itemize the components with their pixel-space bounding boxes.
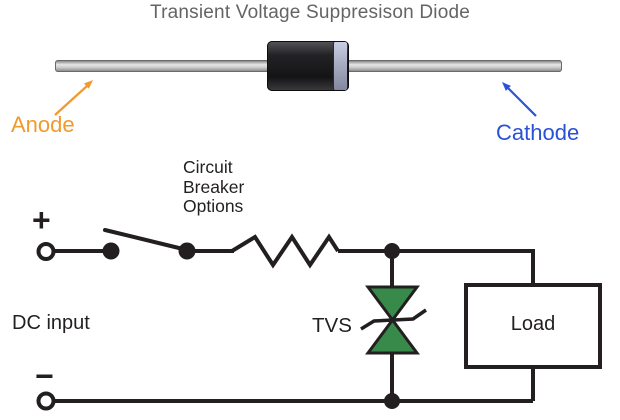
switch-contact-right: [178, 242, 196, 260]
junction-dot-top: [384, 243, 400, 259]
tvs-diode-lower-triangle: [365, 317, 420, 355]
cathode-label: Cathode: [496, 120, 580, 145]
dc-input-label: DC input: [12, 312, 90, 334]
cathode-arrow: [506, 86, 537, 117]
anode-arrowhead-icon: [84, 80, 93, 89]
negative-terminal: [36, 391, 56, 411]
tvs-diode-upper-triangle: [365, 285, 420, 323]
load-box: [464, 283, 602, 369]
cathode-arrowhead-icon: [502, 82, 511, 91]
load-label: Load: [510, 313, 556, 335]
junction-dot-bottom: [384, 393, 400, 409]
minus-terminal-label: −: [35, 358, 54, 394]
switch-contact-left: [102, 242, 120, 260]
circuit-breaker-options-label: Circuit Breaker Options: [183, 157, 245, 216]
anode-label: Anode: [11, 112, 75, 137]
anode-arrow: [54, 85, 88, 116]
top-rail-segment-right: [338, 249, 535, 287]
tvs-label: TVS: [312, 314, 352, 337]
plus-terminal-label: +: [32, 202, 51, 238]
switch-blade: [103, 228, 185, 251]
resistor-symbol: [230, 233, 340, 269]
diode-body: [267, 41, 349, 91]
tvs-zener-bar: [360, 308, 427, 331]
diode-cathode-band: [333, 42, 347, 90]
positive-terminal: [36, 242, 56, 261]
page-title: Transient Voltage Suppresison Diode: [150, 2, 470, 23]
